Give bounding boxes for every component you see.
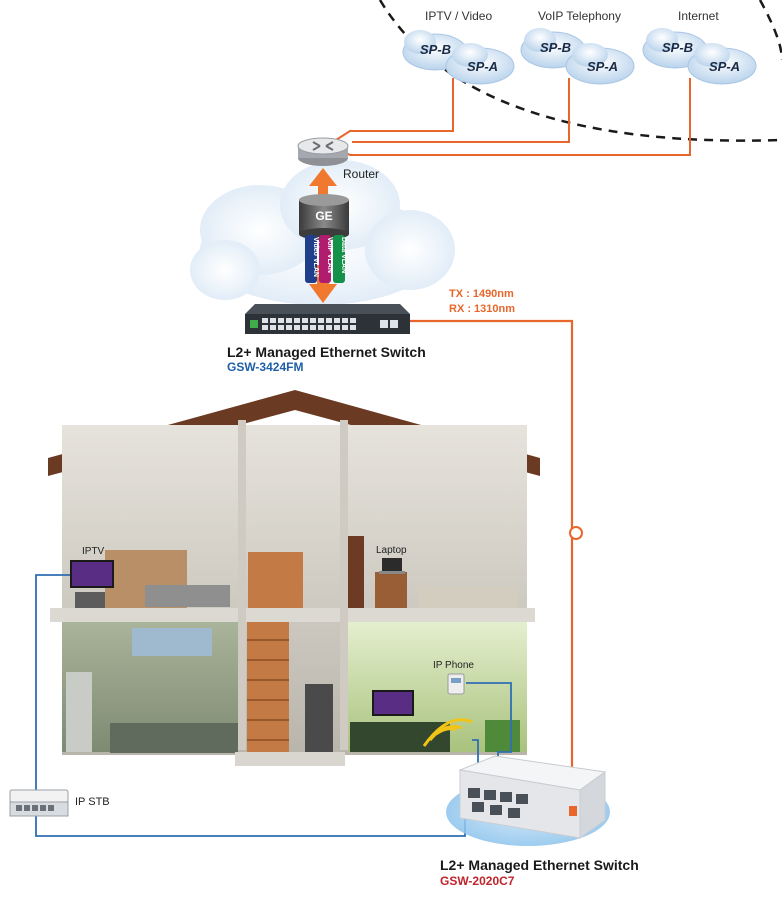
cloud-group-voip (521, 28, 634, 84)
cloud-label: SP-B (420, 42, 451, 57)
fiber-connector-icon (570, 527, 582, 539)
cloud-label: SP-A (467, 59, 498, 74)
vlan-label-voip: VoIP VLAN (326, 237, 333, 273)
cloud-label: SP-A (587, 59, 618, 74)
provider-links (336, 78, 690, 155)
internet-boundary-right (760, 0, 782, 60)
cloud-label: SP-B (540, 40, 571, 55)
edge-switch-title: L2+ Managed Ethernet Switch (440, 857, 639, 873)
fiber-tx-label: TX : 1490nm (449, 288, 514, 300)
router-icon (298, 138, 348, 166)
router-label: Router (343, 167, 379, 181)
core-switch-model: GSW-3424FM (227, 360, 303, 374)
vlan-label-video: Video VLAN (312, 237, 319, 277)
iptv-tv-icon (70, 560, 114, 588)
ip-stb-icon (10, 790, 68, 816)
laptop-icon (379, 558, 405, 574)
tv-icon (372, 690, 414, 716)
fiber-rx-label: RX : 1310nm (449, 303, 515, 315)
ip-stb-label: IP STB (75, 796, 110, 808)
cloud-group-iptv (403, 30, 514, 84)
iptv-label: IPTV (82, 546, 104, 557)
cloud-group-internet (643, 28, 756, 84)
vlan-label-data: Data VLAN (340, 237, 347, 273)
cloud-label: SP-A (709, 59, 740, 74)
service-label-voip: VoIP Telephony (538, 9, 621, 23)
laptop-label: Laptop (376, 545, 407, 556)
ip-phone-icon (448, 674, 464, 694)
cloud-label: SP-B (662, 40, 693, 55)
ge-label: GE (315, 209, 332, 223)
vlan-tubes (305, 235, 345, 283)
house-illustration (48, 390, 540, 766)
service-label-iptv: IPTV / Video (425, 9, 492, 23)
service-label-internet: Internet (678, 9, 719, 23)
edge-switch-model: GSW-2020C7 (440, 874, 514, 888)
core-switch-title: L2+ Managed Ethernet Switch (227, 344, 426, 360)
core-switch-icon (245, 304, 410, 334)
ip-phone-label: IP Phone (433, 660, 474, 671)
